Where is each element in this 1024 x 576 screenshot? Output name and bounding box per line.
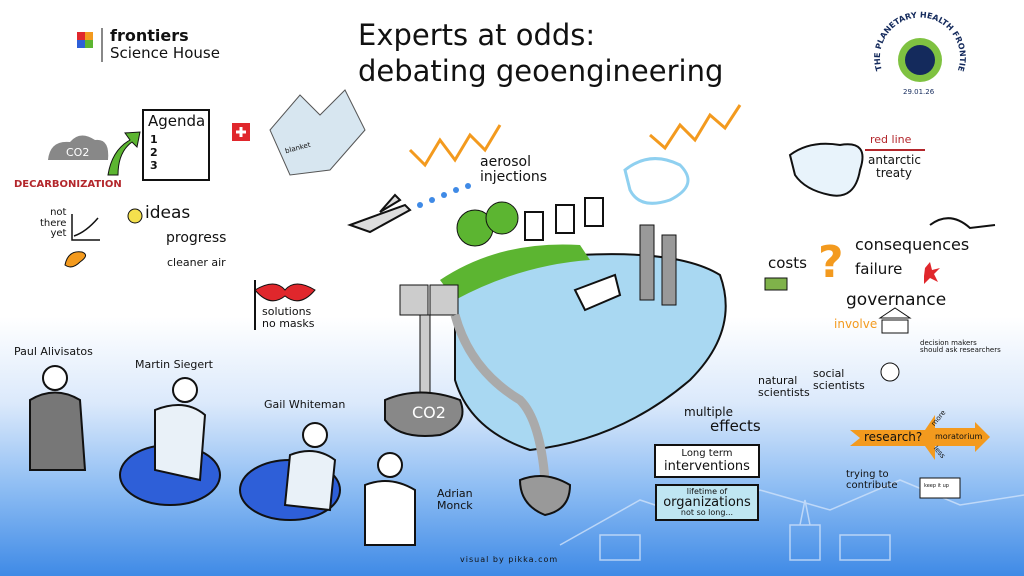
green-land [440, 244, 590, 300]
research-label: research? [864, 430, 923, 444]
explosion-icon [924, 262, 940, 284]
agenda-item-1: 1 [150, 133, 158, 146]
badge-date: 29.01.26 [903, 88, 935, 96]
agenda-item-2: 2 [150, 146, 158, 159]
co2-storage-label: CO2 [412, 403, 446, 422]
credit-label: visual by pikka.com [460, 555, 559, 564]
speaker-name: Gail Whiteman [264, 398, 346, 411]
ideas-label: ideas [145, 203, 191, 223]
governance-label: governance [846, 290, 947, 310]
question-mark-icon: ? [818, 237, 844, 288]
green-arrow-icon [107, 131, 141, 176]
title-line2: debating geoengineering [358, 54, 724, 88]
agenda-board [142, 109, 210, 181]
agenda-item-3: 3 [150, 159, 158, 172]
school-building [919, 477, 961, 499]
red-line-label: red line [870, 133, 912, 146]
aerosol-dots [417, 183, 471, 208]
steam-cloud [623, 157, 690, 205]
co2-label: CO2 [66, 146, 90, 159]
institution-icon [878, 307, 912, 334]
speaker-name: Paul Alivisatos [14, 345, 93, 358]
heat-arrow [649, 104, 742, 151]
chart-icon [71, 214, 100, 241]
winding-arrows-icon [929, 217, 996, 230]
moratorium-label: moratorium [935, 432, 983, 441]
co2-rock [384, 391, 464, 437]
storage-tank [429, 284, 459, 316]
research-arrow [850, 415, 990, 460]
town-skyline [559, 479, 1024, 561]
pipe [419, 314, 431, 396]
tree [485, 201, 519, 235]
chimney [661, 234, 677, 306]
mountain-blanket [269, 89, 366, 176]
frontiers-logo-icon [77, 32, 93, 48]
heat-arrow [408, 124, 502, 168]
progress-label: progress [166, 230, 227, 246]
billboards [524, 197, 604, 241]
globe-icon [880, 362, 900, 382]
boat [573, 273, 622, 312]
speaker-figures [29, 365, 416, 546]
agenda-title: Agenda [148, 112, 206, 130]
chimney [639, 224, 655, 301]
speaker-name: Adrian Monck [437, 487, 473, 512]
costs-label: costs [768, 254, 807, 272]
decarbonization-label: DECARBONIZATION [14, 179, 122, 190]
storage-tank [399, 284, 429, 316]
rock [518, 475, 572, 517]
antarctica-map [788, 142, 864, 197]
failure-label: failure [855, 260, 903, 278]
speaker-name: Martin Siegert [135, 358, 213, 371]
lightbulb-icon [127, 208, 143, 224]
pipe [450, 313, 550, 481]
money-icon [764, 277, 788, 291]
involve-label: involve [834, 317, 878, 331]
co2-cloud [48, 135, 109, 160]
logo-brand: frontiers [110, 26, 189, 45]
red-mask [254, 283, 316, 302]
footprint-icon [64, 251, 86, 268]
logo-subtitle: Science House [110, 44, 220, 62]
consequences-label: consequences [855, 235, 970, 254]
airplane [347, 193, 412, 234]
keep-it-up-label: keep it up [924, 483, 949, 489]
title-line1: Experts at odds: [358, 18, 596, 52]
cleaner-air-label: cleaner air [167, 256, 226, 269]
